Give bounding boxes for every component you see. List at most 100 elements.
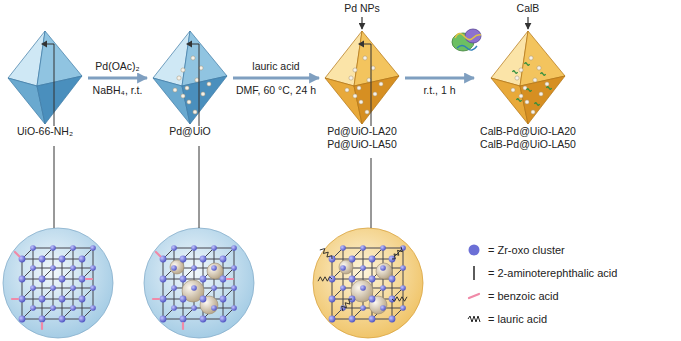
pd-dot bbox=[345, 88, 349, 92]
crystal-face bbox=[153, 78, 190, 124]
crystal-face bbox=[354, 76, 399, 124]
benzoic-sample bbox=[469, 294, 479, 298]
crystal-face bbox=[37, 76, 82, 124]
zr-cluster bbox=[30, 245, 36, 251]
lauric-chain bbox=[392, 247, 402, 259]
linker bbox=[174, 248, 234, 249]
crystal-face bbox=[520, 76, 565, 124]
zr-cluster bbox=[50, 265, 56, 271]
pd-dot bbox=[201, 92, 205, 96]
pd-dot bbox=[373, 92, 377, 96]
linker bbox=[82, 259, 83, 319]
zr-cluster bbox=[191, 285, 197, 291]
sample-name: CalB-Pd@UiO-LA20 bbox=[477, 125, 579, 138]
enzyme-dot bbox=[541, 73, 546, 76]
mof-lattice bbox=[318, 245, 407, 322]
zr-cluster bbox=[30, 285, 36, 291]
reaction-arrow bbox=[88, 77, 147, 80]
pd-dot bbox=[533, 78, 537, 82]
zr-cluster bbox=[349, 316, 356, 323]
linker bbox=[62, 259, 63, 319]
zr-cluster bbox=[200, 276, 207, 283]
zr-cluster bbox=[369, 256, 376, 263]
crystal-face bbox=[491, 78, 528, 124]
reagent-label: lauric acid bbox=[252, 60, 299, 73]
zr-cluster bbox=[191, 305, 197, 311]
octahedron-crystal bbox=[322, 30, 402, 126]
zr-cluster bbox=[360, 265, 366, 271]
zr-cluster bbox=[200, 316, 207, 323]
sample-name: CalB-Pd@UiO-LA50 bbox=[477, 138, 579, 151]
pd-dot bbox=[193, 110, 197, 114]
enzyme-dot bbox=[535, 103, 540, 106]
linker bbox=[22, 319, 82, 320]
zr-cluster bbox=[90, 305, 96, 311]
legend-row: = Zr-oxo cluster bbox=[466, 238, 617, 261]
legend-row: = lauric acid bbox=[466, 307, 617, 330]
benzoic-acid bbox=[153, 298, 159, 300]
zr-cluster bbox=[160, 316, 167, 323]
zr-cluster bbox=[220, 276, 227, 283]
zr-cluster bbox=[231, 305, 237, 311]
zr-cluster bbox=[380, 305, 386, 311]
sample-name: Pd@UiO bbox=[150, 125, 230, 138]
condition-label: NaBH₄, r.t. bbox=[93, 84, 143, 97]
leader-arrowhead bbox=[358, 41, 364, 48]
leader-line bbox=[199, 146, 200, 228]
zr-cluster bbox=[400, 305, 406, 311]
zr-cluster bbox=[79, 316, 86, 323]
pd-dot bbox=[177, 76, 181, 80]
pd-dot bbox=[545, 82, 549, 86]
protein-ribbon bbox=[457, 46, 477, 51]
crystal-node: Pd@UiO-LA20Pd@UiO-LA50 bbox=[322, 30, 402, 150]
mof-lattice bbox=[12, 245, 96, 329]
enzyme-dot bbox=[527, 89, 532, 92]
zr-cluster bbox=[70, 265, 76, 271]
zr-cluster bbox=[380, 285, 386, 291]
linker bbox=[332, 319, 392, 320]
zr-cluster bbox=[160, 296, 167, 303]
zr-cluster bbox=[369, 276, 376, 283]
leader-line bbox=[371, 158, 372, 228]
crystal-node: UiO-66-NH₂ bbox=[5, 30, 85, 138]
protein-domain bbox=[465, 29, 481, 43]
benzoic-acid bbox=[182, 323, 184, 329]
zr-cluster bbox=[171, 285, 177, 291]
crystal-face bbox=[8, 78, 45, 124]
pd-dot bbox=[185, 86, 189, 90]
linker bbox=[343, 248, 403, 249]
legend-text: = benzoic acid bbox=[488, 290, 559, 302]
benzoic-acid bbox=[227, 278, 233, 280]
zr-cluster bbox=[329, 296, 336, 303]
zr-cluster bbox=[380, 265, 386, 271]
zr-cluster bbox=[171, 265, 177, 271]
pd-dot bbox=[207, 82, 211, 86]
zr-cluster bbox=[180, 276, 187, 283]
zr-cluster bbox=[39, 256, 46, 263]
benzoic-acid bbox=[12, 298, 18, 300]
zr-cluster bbox=[171, 245, 177, 251]
zr-cluster bbox=[90, 285, 96, 291]
zr-cluster bbox=[200, 296, 207, 303]
legend-text: = 2-aminoterephthalic acid bbox=[488, 267, 617, 279]
sample-name: UiO-66-NH₂ bbox=[5, 125, 85, 138]
pore-background bbox=[144, 228, 254, 338]
pd-dot bbox=[173, 88, 177, 92]
zr-cluster bbox=[70, 245, 76, 251]
pd-dot bbox=[529, 56, 533, 60]
zr-cluster bbox=[231, 285, 237, 291]
zr-cluster bbox=[70, 285, 76, 291]
pd-dot bbox=[353, 94, 357, 98]
zr-cluster bbox=[191, 265, 197, 271]
addition-arrow bbox=[527, 17, 528, 29]
reagent-label: r.t., 1 h bbox=[423, 84, 455, 97]
zr-cluster bbox=[389, 316, 396, 323]
leader-line bbox=[364, 44, 371, 126]
zr-cluster bbox=[349, 256, 356, 263]
zr-cluster bbox=[180, 296, 187, 303]
zr-cluster bbox=[191, 245, 197, 251]
zr-cluster bbox=[180, 316, 187, 323]
octahedron-crystal bbox=[477, 30, 579, 126]
